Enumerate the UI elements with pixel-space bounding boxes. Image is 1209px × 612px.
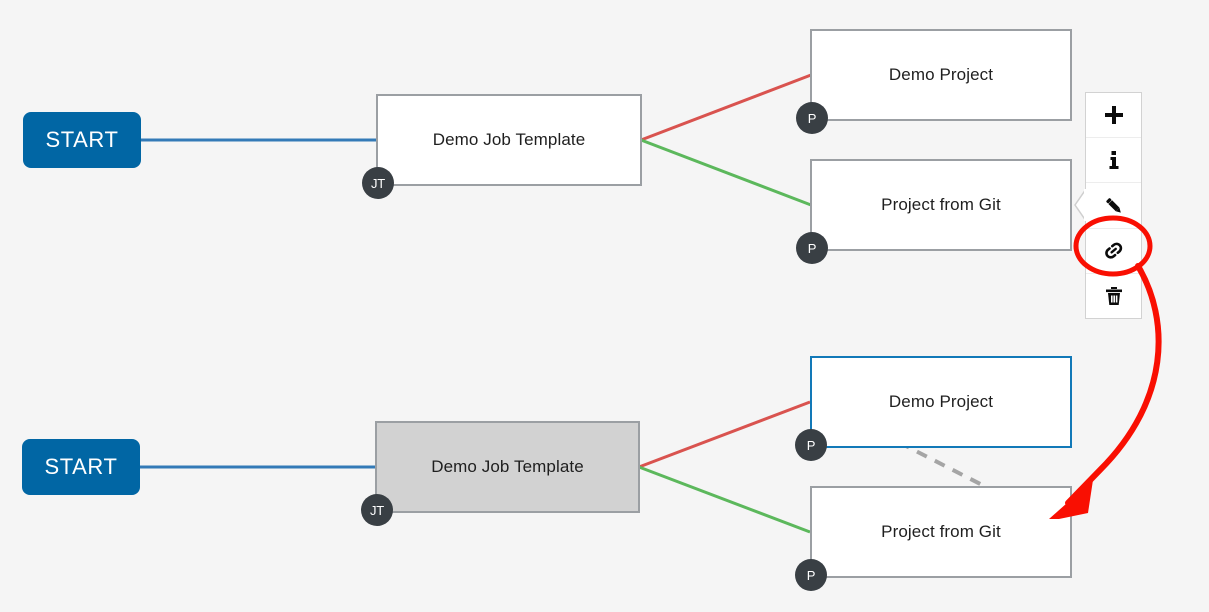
project-node-bottom-project-from-git-badge: P: [795, 559, 827, 591]
details-button[interactable]: [1086, 137, 1141, 182]
start-node-top-label: START: [45, 127, 119, 152]
start-node-bottom-label: START: [44, 454, 118, 479]
edit-button[interactable]: [1086, 182, 1141, 227]
link-jobtemplate-to-demoproject-bottom: [638, 400, 811, 469]
pencil-icon: [1102, 194, 1126, 218]
info-icon: [1103, 149, 1125, 171]
link-button[interactable]: [1086, 227, 1141, 273]
project-node-bottom-demo-project-label: Demo Project: [888, 392, 994, 411]
delete-button[interactable]: [1086, 272, 1141, 318]
project-node-bottom-demo-project[interactable]: Demo Project: [810, 356, 1072, 448]
project-node-top-demo-project-badge: P: [796, 102, 828, 134]
job-template-node-bottom-badge: JT: [361, 494, 393, 526]
project-node-top-project-from-git-badge: P: [796, 232, 828, 264]
job-template-node-top-label: Demo Job Template: [432, 130, 586, 149]
project-node-top-project-from-git[interactable]: Project from Git: [810, 159, 1072, 251]
toolbar-pointer-notch: [1074, 188, 1086, 222]
project-node-bottom-project-from-git-label: Project from Git: [881, 522, 1001, 541]
link-icon: [1102, 239, 1126, 263]
job-template-node-bottom[interactable]: Demo Job Template: [375, 421, 640, 513]
link-jobtemplate-to-projectgit-bottom: [638, 465, 811, 534]
start-node-top[interactable]: START: [23, 112, 141, 168]
start-node-bottom[interactable]: START: [22, 439, 140, 495]
add-node-button[interactable]: [1086, 93, 1141, 137]
node-action-toolbar[interactable]: [1085, 92, 1142, 319]
job-template-node-top[interactable]: Demo Job Template: [376, 94, 642, 186]
link-jobtemplate-to-projectgit-top: [640, 138, 812, 207]
job-template-node-bottom-label: Demo Job Template: [431, 457, 584, 476]
link-jobtemplate-to-demoproject-top: [640, 73, 812, 142]
project-node-top-project-from-git-label: Project from Git: [881, 195, 1001, 214]
job-template-node-top-badge: JT: [362, 167, 394, 199]
trash-icon: [1103, 285, 1125, 307]
project-node-top-demo-project-label: Demo Project: [888, 65, 994, 84]
plus-icon: [1103, 104, 1125, 126]
project-node-bottom-demo-project-badge: P: [795, 429, 827, 461]
project-node-top-demo-project[interactable]: Demo Project: [810, 29, 1072, 121]
project-node-bottom-project-from-git[interactable]: Project from Git: [810, 486, 1072, 578]
